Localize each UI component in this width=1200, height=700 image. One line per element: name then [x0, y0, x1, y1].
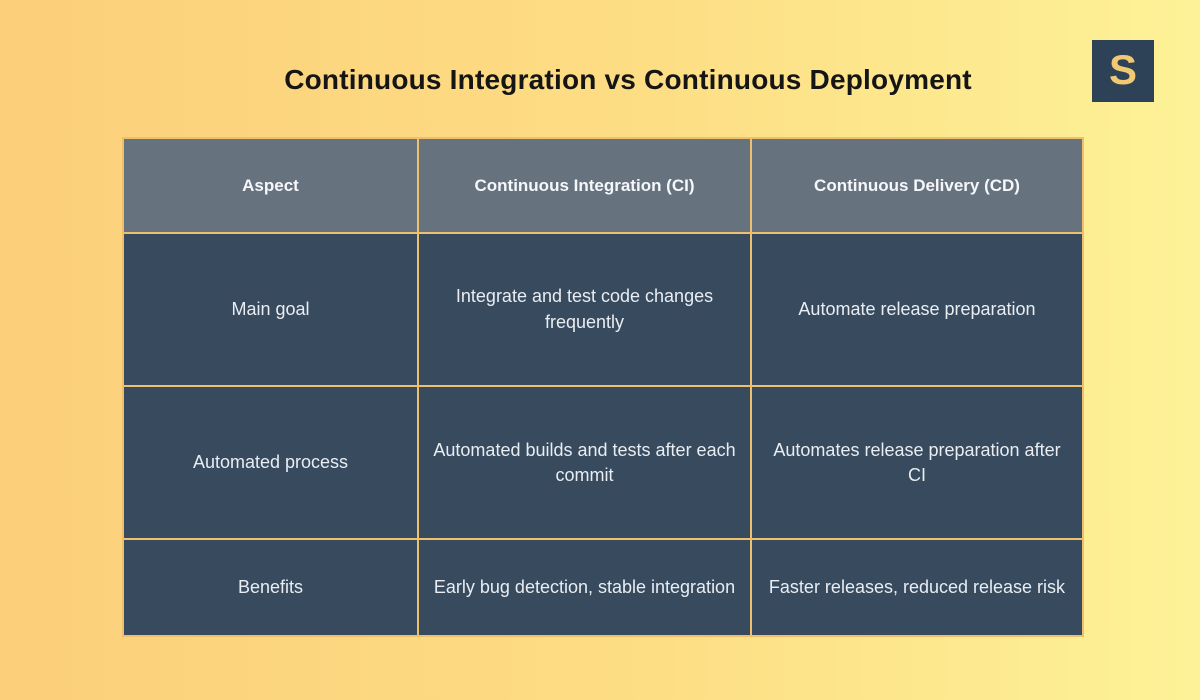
- cell-cd: Automate release preparation: [750, 231, 1084, 388]
- cell-aspect: Automated process: [122, 385, 419, 541]
- header-cell-aspect: Aspect: [122, 137, 419, 234]
- cell-aspect: Main goal: [122, 231, 419, 388]
- cell-cd: Faster releases, reduced release risk: [750, 538, 1084, 637]
- cell-ci: Automated builds and tests after each co…: [417, 385, 752, 541]
- header-cell-ci: Continuous Integration (CI): [417, 137, 752, 234]
- table-header-row: Aspect Continuous Integration (CI) Conti…: [122, 137, 1084, 234]
- cell-aspect: Benefits: [122, 538, 419, 637]
- table-row: Main goal Integrate and test code change…: [122, 231, 1084, 388]
- cell-ci: Early bug detection, stable integration: [417, 538, 752, 637]
- brand-logo: S: [1092, 40, 1154, 102]
- table-row: Automated process Automated builds and t…: [122, 385, 1084, 541]
- cell-cd: Automates release preparation after CI: [750, 385, 1084, 541]
- comparison-table-container: Aspect Continuous Integration (CI) Conti…: [122, 137, 1084, 637]
- cell-ci: Integrate and test code changes frequent…: [417, 231, 752, 388]
- page-title: Continuous Integration vs Continuous Dep…: [284, 64, 972, 95]
- table-row: Benefits Early bug detection, stable int…: [122, 538, 1084, 637]
- header-cell-cd: Continuous Delivery (CD): [750, 137, 1084, 234]
- comparison-table: Aspect Continuous Integration (CI) Conti…: [122, 137, 1084, 637]
- brand-logo-letter: S: [1108, 45, 1137, 93]
